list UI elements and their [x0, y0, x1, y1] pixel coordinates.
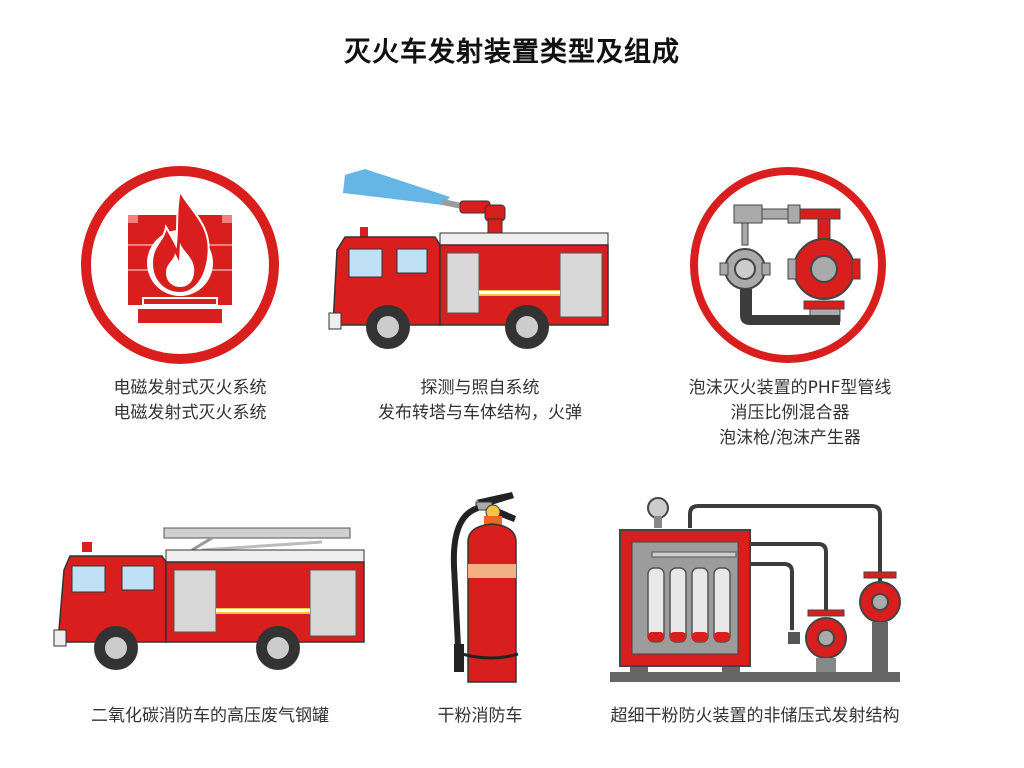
- caption-foam-system: 泡沫灭火装置的PHF型管线 消压比例混合器 泡沫枪/泡沫产生器: [640, 376, 940, 451]
- caption-electromagnetic-system: 电磁发射式灭火系统 电磁发射式灭火系统: [60, 376, 320, 426]
- caption-line: 消压比例混合器: [730, 403, 850, 423]
- caption-line: 探测与照自系统: [420, 378, 540, 398]
- caption-line: 发布转塔与车体结构，火弹: [378, 403, 582, 423]
- caption-line: 干粉消防车: [437, 706, 523, 726]
- fire-extinguisher-icon: [432, 486, 532, 686]
- caption-dry-powder-truck: 干粉消防车: [400, 704, 560, 729]
- caption-detection-system: 探测与照自系统 发布转塔与车体结构，火弹: [330, 376, 630, 426]
- caption-line: 超细干粉防火装置的非储压式发射结构: [610, 706, 900, 726]
- fire-truck-ladder-icon: [52, 520, 372, 670]
- caption-ultrafine-powder-system: 超细干粉防火装置的非储压式发射结构: [575, 704, 935, 729]
- caption-co2-truck: 二氧化碳消防车的高压废气钢罐: [50, 704, 370, 729]
- powder-cylinder-piping-system-icon: [600, 492, 910, 684]
- fire-truck-water-cannon-icon: [325, 165, 615, 355]
- caption-line: 二氧化碳消防车的高压废气钢罐: [91, 706, 329, 726]
- electromagnetic-launcher-flame-icon: [78, 163, 282, 367]
- caption-line: 泡沫枪/泡沫产生器: [719, 428, 861, 448]
- caption-line: 电磁发射式灭火系统: [113, 403, 267, 423]
- caption-line: 泡沫灭火装置的PHF型管线: [688, 378, 892, 398]
- caption-line: 电磁发射式灭火系统: [113, 378, 267, 398]
- page-title: 灭火车发射装置类型及组成: [344, 37, 680, 68]
- foam-proportioner-valve-icon: [686, 163, 890, 367]
